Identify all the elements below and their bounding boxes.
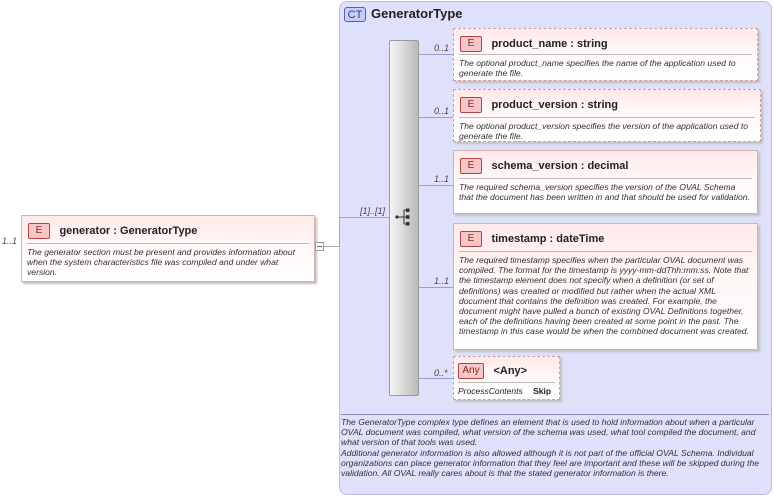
complex-type-doc-paragraph: Additional generator information is also… (341, 447, 760, 479)
root-element-doc: The generator section must be present an… (27, 243, 309, 278)
collapse-toggle[interactable] (315, 242, 324, 251)
element-doc: The optional product_name specifies the … (459, 54, 752, 78)
element-badge: E (460, 96, 482, 113)
element-cardinality: 1..1 (434, 174, 450, 184)
element-cardinality: 1..1 (434, 276, 450, 286)
process-contents-value: Skip (533, 386, 552, 396)
connector-line (419, 287, 453, 288)
any-name: <Any> (493, 364, 528, 377)
element-doc: The optional product_version specifies t… (459, 117, 755, 141)
minus-icon (317, 246, 322, 247)
element-cardinality: 0..1 (434, 43, 450, 53)
element-doc: The required schema_version specifies th… (459, 178, 752, 202)
complex-type-doc: The GeneratorType complex type defines a… (341, 414, 769, 478)
element-name: product_version : string (491, 98, 618, 111)
any-badge: Any (458, 362, 484, 379)
timestamp-element[interactable]: E timestamp : dateTime The required time… (453, 223, 758, 350)
element-badge: E (460, 157, 482, 174)
any-wildcard-element[interactable]: Any <Any> ProcessContents Skip (453, 356, 560, 400)
schema-version-element[interactable]: E schema_version : decimal The required … (453, 150, 758, 214)
connector-line (339, 217, 389, 218)
any-process-row: ProcessContents Skip (458, 382, 555, 396)
element-name: product_name : string (491, 37, 608, 50)
sequence-cardinality: [1]..[1] (360, 206, 386, 216)
element-badge: E (460, 230, 482, 247)
product-name-element[interactable]: E product_name : string The optional pro… (453, 28, 758, 81)
product-version-element[interactable]: E product_version : string The optional … (453, 89, 761, 142)
connector-line (419, 54, 453, 55)
element-name: timestamp : dateTime (491, 232, 605, 245)
connector-line (419, 378, 453, 379)
complex-type-doc-paragraph: The GeneratorType complex type defines a… (341, 417, 756, 448)
element-badge: E (28, 222, 50, 239)
connector-line (419, 185, 453, 186)
complex-type-title: GeneratorType (371, 6, 463, 21)
connector-line (324, 246, 339, 247)
connector-line (419, 117, 453, 118)
element-name: schema_version : decimal (491, 159, 629, 172)
process-contents-label: ProcessContents (458, 386, 523, 396)
element-badge: E (460, 35, 482, 52)
element-cardinality: 0..1 (434, 106, 450, 116)
complex-type-badge: CT (344, 7, 366, 22)
element-doc: The required timestamp specifies when th… (459, 251, 752, 337)
root-cardinality: 1..1 (2, 236, 18, 246)
root-element-box[interactable]: E generator : GeneratorType The generato… (21, 215, 315, 282)
root-element-name: generator : GeneratorType (59, 224, 198, 237)
sequence-icon (395, 208, 410, 226)
connector-line (339, 217, 340, 247)
any-cardinality: 0..* (434, 368, 448, 378)
